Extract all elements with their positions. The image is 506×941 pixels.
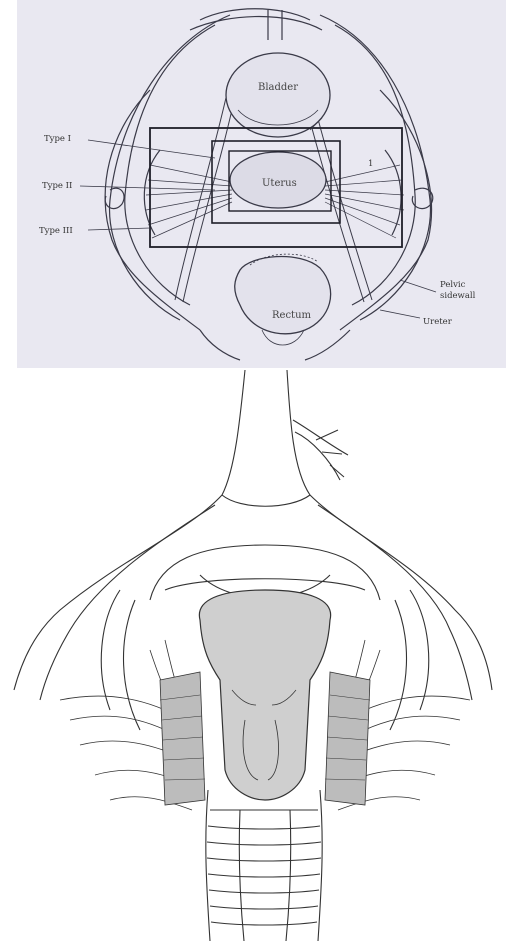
type1-label: Type I (44, 134, 71, 144)
type3-label: Type III (39, 226, 73, 236)
rectum-label: Rectum (272, 310, 312, 321)
ureter-label: Ureter (423, 317, 453, 327)
marker-label: 1 (368, 159, 373, 169)
pelvic-sidewall-label-line1: Pelvic (440, 280, 466, 290)
bottom-figure-panel (14, 370, 492, 941)
bladder-label: Bladder (258, 82, 298, 93)
vaginal-canal (206, 790, 322, 941)
uterus: Uterus (230, 152, 326, 208)
bottom-uterus (199, 590, 330, 800)
top-figure-panel: Bladder Uterus Rectum (17, 0, 506, 368)
bladder: Bladder (226, 53, 330, 137)
uterus-label: Uterus (262, 178, 297, 189)
type2-label: Type II (42, 181, 72, 191)
pelvic-sidewall-label-line2: sidewall (440, 291, 476, 301)
